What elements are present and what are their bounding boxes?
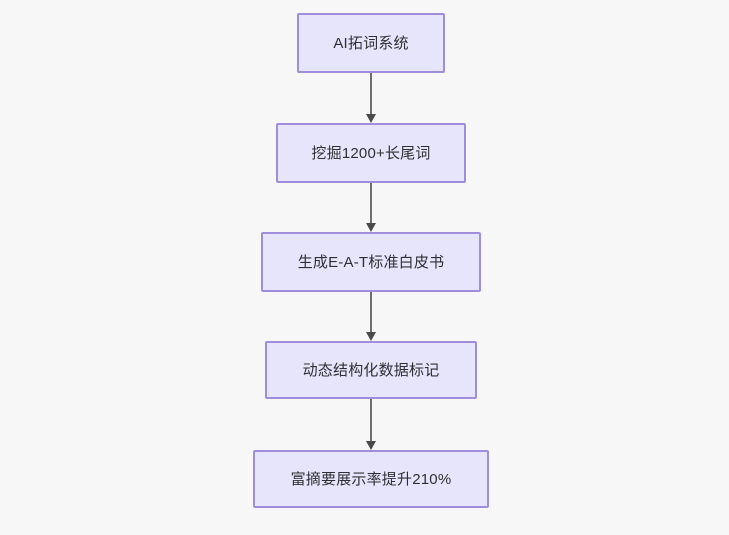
edge-line	[370, 292, 372, 333]
flow-node-label: 生成E-A-T标准白皮书	[297, 253, 445, 271]
arrowhead-icon	[366, 332, 376, 341]
flow-node-n4[interactable]: 动态结构化数据标记	[265, 341, 477, 399]
flow-node-n2[interactable]: 挖掘1200+长尾词	[276, 123, 466, 183]
flow-node-n1[interactable]: AI拓词系统	[297, 13, 445, 73]
flow-node-label: 挖掘1200+长尾词	[311, 144, 431, 162]
edge-line	[370, 73, 372, 115]
edge-line	[370, 183, 372, 224]
flow-node-n3[interactable]: 生成E-A-T标准白皮书	[261, 232, 481, 292]
edge-line	[370, 399, 372, 442]
flow-node-n5[interactable]: 富摘要展示率提升210%	[253, 450, 489, 508]
flow-node-label: 富摘要展示率提升210%	[290, 470, 452, 488]
arrowhead-icon	[366, 223, 376, 232]
arrowhead-icon	[366, 441, 376, 450]
arrowhead-icon	[366, 114, 376, 123]
flow-node-label: 动态结构化数据标记	[302, 361, 440, 379]
flow-node-label: AI拓词系统	[333, 34, 409, 52]
